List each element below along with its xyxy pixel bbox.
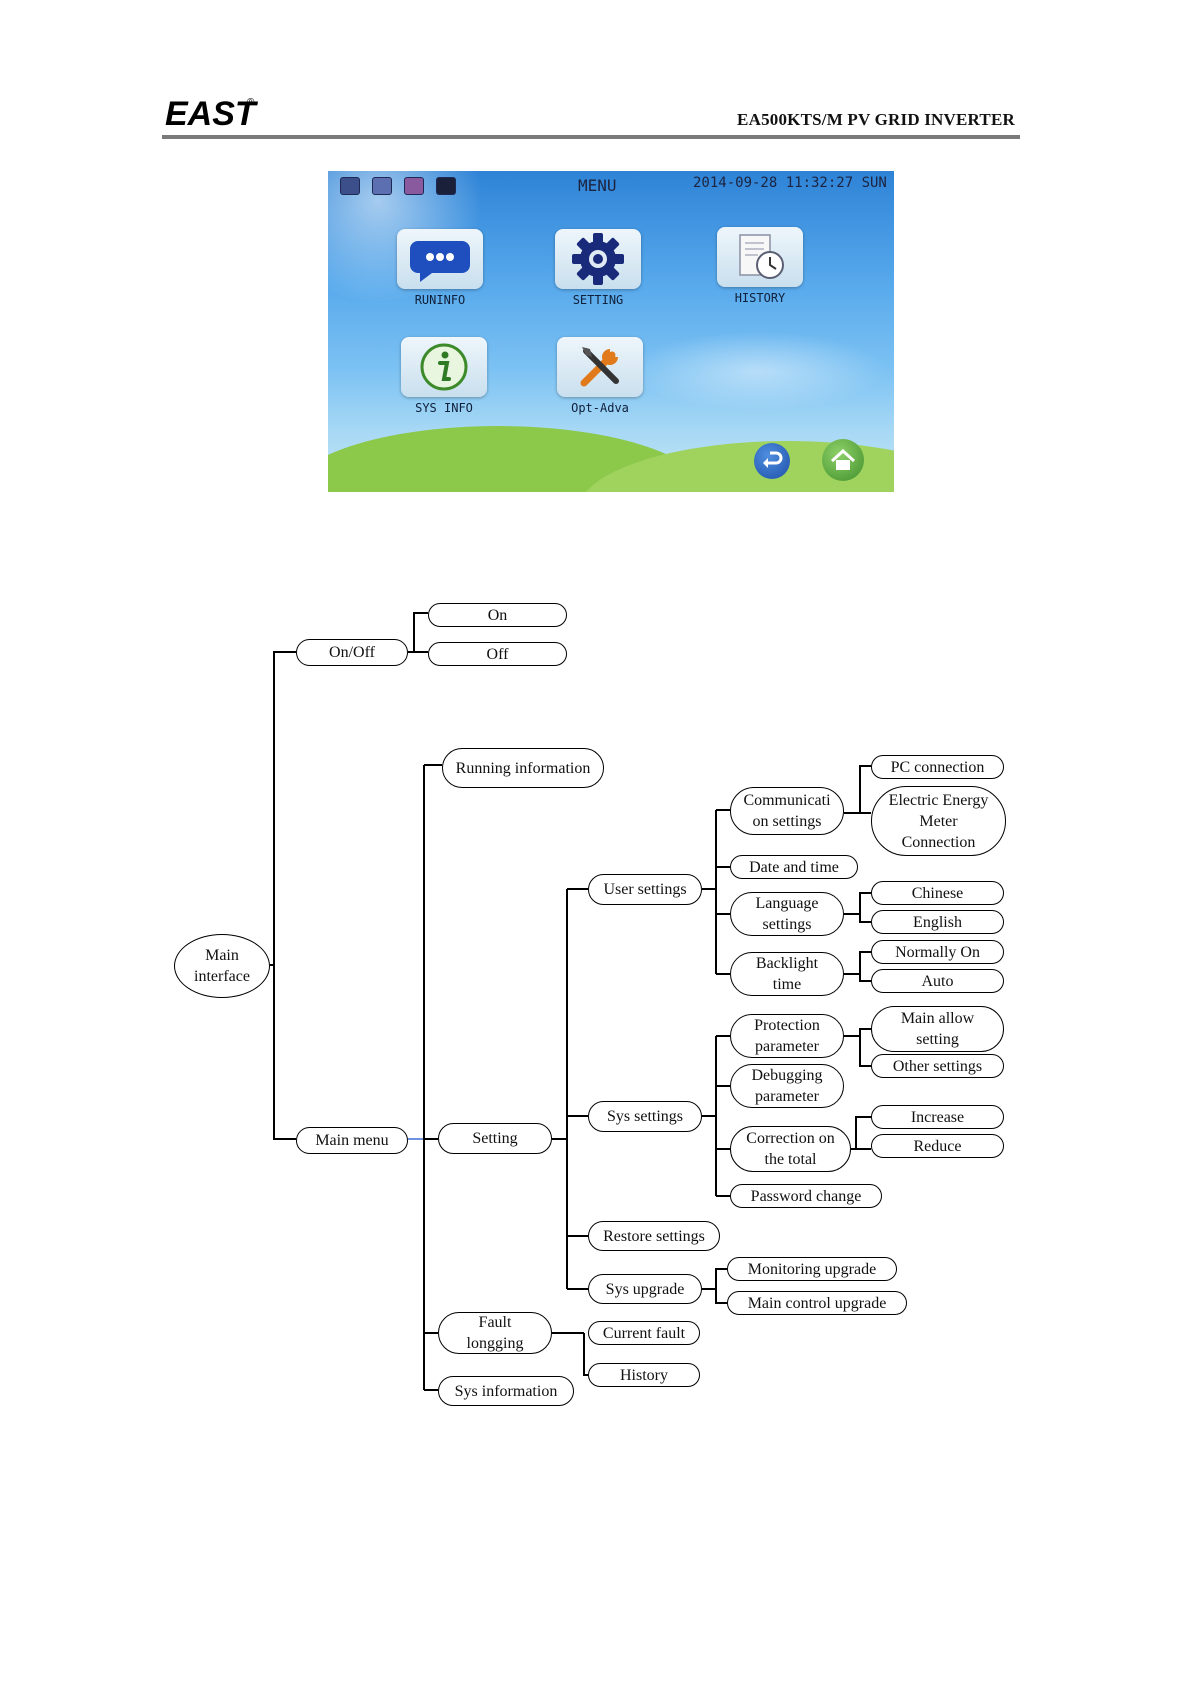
node-current-fault[interactable]: Current fault — [588, 1321, 700, 1345]
node-sys-upgrade[interactable]: Sys upgrade — [588, 1274, 702, 1304]
opt-adva-tile[interactable] — [557, 337, 643, 397]
history-clock-icon — [739, 234, 784, 279]
setting-app[interactable]: SETTING — [548, 229, 648, 307]
east-logo: EAST ® — [165, 95, 259, 133]
node-main-control-upgrade[interactable]: Main control upgrade — [727, 1291, 907, 1315]
node-main-interface[interactable]: Main interface — [174, 934, 270, 998]
status-bar — [340, 177, 456, 195]
node-main-allow-setting[interactable]: Main allow setting — [871, 1006, 1004, 1052]
setting-label: SETTING — [572, 293, 624, 307]
screen-cloud — [628, 331, 888, 411]
node-protection-parameter[interactable]: Protection parameter — [730, 1014, 844, 1058]
info-icon — [420, 343, 468, 391]
node-increase[interactable]: Increase — [871, 1105, 1004, 1129]
history-label: HISTORY — [734, 291, 786, 305]
chat-bubble-icon — [410, 241, 470, 282]
runinfo-app[interactable]: RUNINFO — [390, 229, 490, 307]
opt-adva-app[interactable]: Opt-Adva — [550, 337, 650, 415]
node-english[interactable]: English — [871, 910, 1004, 934]
tools-icon — [580, 347, 619, 387]
menu-title: MENU — [578, 176, 617, 195]
node-password-change[interactable]: Password change — [730, 1184, 882, 1208]
node-fault-longging[interactable]: Fault longging — [438, 1312, 552, 1354]
sys-info-app[interactable]: SYS INFO — [394, 337, 494, 415]
node-normally-on[interactable]: Normally On — [871, 940, 1004, 964]
node-running-information[interactable]: Running information — [442, 748, 604, 788]
device-menu-screen: MENU 2014-09-28 11:32:27 SUN RUNINFO — [328, 171, 894, 492]
node-setting[interactable]: Setting — [438, 1123, 552, 1154]
back-icon — [763, 451, 783, 468]
node-main-menu[interactable]: Main menu — [296, 1127, 408, 1154]
history-tile[interactable] — [717, 227, 803, 287]
node-on[interactable]: On — [428, 603, 567, 627]
node-debugging-parameter[interactable]: Debugging parameter — [730, 1064, 844, 1108]
opt-adva-label: Opt-Adva — [571, 401, 629, 415]
node-off[interactable]: Off — [428, 642, 567, 666]
sys-info-tile[interactable] — [401, 337, 487, 397]
node-on-off[interactable]: On/Off — [296, 639, 408, 666]
node-correction-on-total[interactable]: Correction on the total — [730, 1126, 851, 1172]
node-electric-energy-meter[interactable]: Electric Energy Meter Connection — [871, 786, 1006, 856]
node-restore-settings[interactable]: Restore settings — [588, 1221, 720, 1251]
runinfo-label: RUNINFO — [414, 293, 466, 307]
logo-text: EAST — [165, 95, 259, 133]
node-chinese[interactable]: Chinese — [871, 881, 1004, 905]
document-title: EA500KTS/M PV GRID INVERTER — [737, 110, 1015, 129]
node-sys-settings[interactable]: Sys settings — [588, 1101, 702, 1132]
node-backlight-time[interactable]: Backlight time — [730, 952, 844, 996]
datetime: 2014-09-28 11:32:27 SUN — [693, 175, 887, 191]
back-button[interactable] — [754, 443, 790, 479]
registered-mark: ® — [247, 97, 255, 108]
node-monitoring-upgrade[interactable]: Monitoring upgrade — [727, 1257, 897, 1281]
home-icon — [830, 448, 856, 470]
node-communication-settings[interactable]: Communicati on settings — [730, 787, 844, 835]
screen-icon — [436, 177, 456, 195]
node-pc-connection[interactable]: PC connection — [871, 755, 1004, 779]
gear-icon — [572, 233, 624, 285]
node-user-settings[interactable]: User settings — [588, 874, 702, 905]
history-app[interactable]: HISTORY — [710, 227, 810, 305]
node-history[interactable]: History — [588, 1363, 700, 1387]
disconnected-icon — [404, 177, 424, 195]
home-button[interactable] — [822, 439, 864, 481]
node-date-and-time[interactable]: Date and time — [730, 855, 858, 879]
node-reduce[interactable]: Reduce — [871, 1134, 1004, 1158]
node-other-settings[interactable]: Other settings — [871, 1054, 1004, 1078]
runinfo-tile[interactable] — [397, 229, 483, 289]
setting-tile[interactable] — [555, 229, 641, 289]
sys-info-label: SYS INFO — [415, 401, 473, 415]
node-auto[interactable]: Auto — [871, 969, 1004, 993]
monitor-icon — [340, 177, 360, 195]
node-language-settings[interactable]: Language settings — [730, 892, 844, 936]
header-rule — [162, 135, 1020, 139]
node-sys-information[interactable]: Sys information — [438, 1376, 574, 1406]
network-icon — [372, 177, 392, 195]
